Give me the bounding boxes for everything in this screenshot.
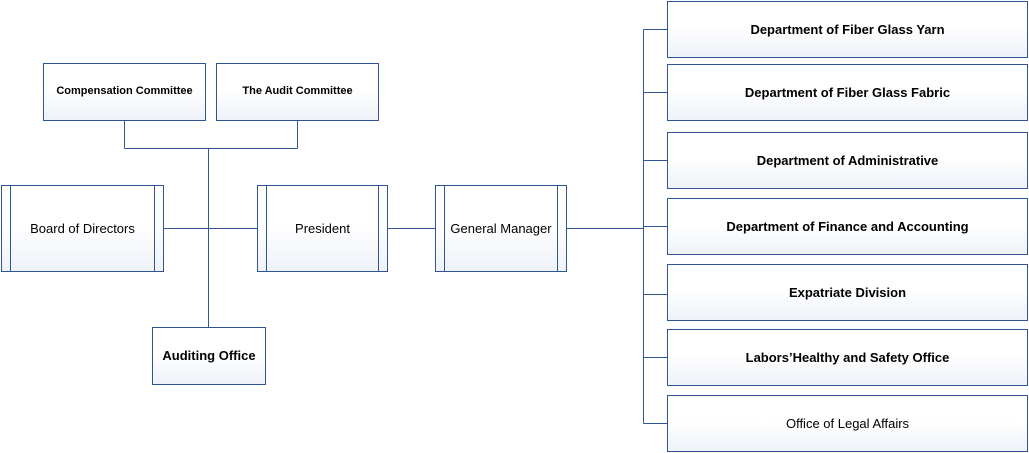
department-box-legal-affairs: Office of Legal Affairs bbox=[667, 395, 1028, 452]
department-label: Expatriate Division bbox=[788, 284, 907, 300]
department-box-healthy-and-safety-office: Labors’Healthy and Safety Office bbox=[667, 329, 1028, 386]
department-box-administrative: Department of Administrative bbox=[667, 132, 1028, 189]
auditing-office-label: Auditing Office bbox=[162, 348, 256, 364]
department-box-expatriate-division: Expatriate Division bbox=[667, 264, 1028, 321]
department-box-finance-and-accounting: Department of Finance and Accounting bbox=[667, 198, 1028, 255]
board-of-directors-label: Board of Directors bbox=[30, 220, 135, 236]
department-box-fiber-glass-fabric: Department of Fiber Glass Fabric bbox=[667, 64, 1028, 121]
president-label: President bbox=[295, 220, 350, 236]
department-label: Department of Administrative bbox=[756, 152, 939, 168]
auditing-office-box: Auditing Office bbox=[152, 327, 266, 385]
compensation-committee-box: Compensation Committee bbox=[43, 63, 206, 121]
department-box-fiber-glass-yarn: Department of Fiber Glass Yarn bbox=[667, 1, 1028, 58]
board-of-directors-box: Board of Directors bbox=[1, 185, 164, 272]
department-label: Labors’Healthy and Safety Office bbox=[745, 349, 950, 365]
audit-committee-label: The Audit Committee bbox=[242, 85, 353, 98]
department-label: Department of Finance and Accounting bbox=[726, 218, 969, 234]
department-label: Department of Fiber Glass Fabric bbox=[744, 84, 951, 100]
president-box: President bbox=[257, 185, 388, 272]
general-manager-box: General Manager bbox=[435, 185, 567, 272]
general-manager-label: General Manager bbox=[450, 220, 552, 236]
audit-committee-box: The Audit Committee bbox=[216, 63, 379, 121]
department-label: Department of Fiber Glass Yarn bbox=[750, 21, 945, 37]
department-label: Office of Legal Affairs bbox=[785, 415, 910, 431]
compensation-committee-label: Compensation Committee bbox=[56, 85, 193, 98]
